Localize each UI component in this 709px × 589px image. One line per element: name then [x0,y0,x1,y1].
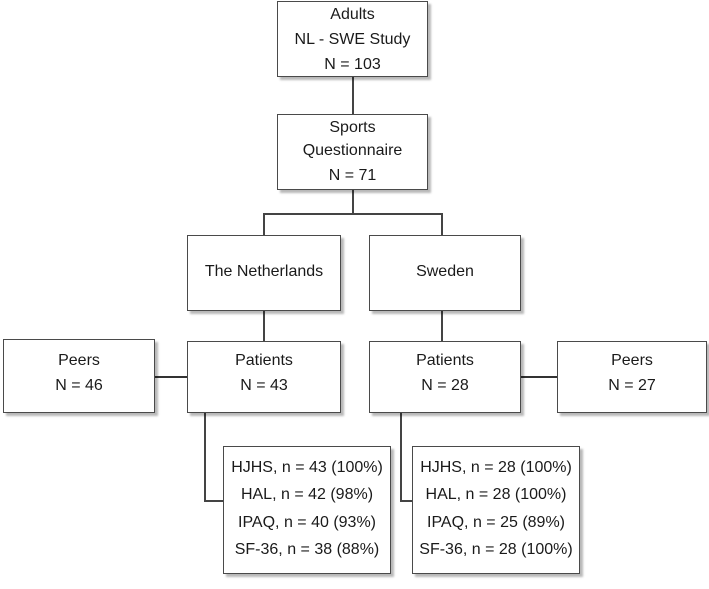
nl-peers-count: N = 46 [55,377,103,394]
connector-sweden-patients [441,311,443,341]
connector-root-questionnaire [352,77,354,114]
nl-measure-sf36: SF-36, n = 38 (88%) [234,541,380,558]
se-peers-count: N = 27 [608,377,656,394]
nl-patients-box: Patients N = 43 [187,341,341,413]
se-patients-count: N = 28 [421,377,469,394]
connector-questionnaire-split [352,190,354,214]
connector-horizontal-split [263,213,443,215]
se-measures-box: HJHS, n = 28 (100%) HAL, n = 28 (100%) I… [412,446,580,574]
root-study: NL - SWE Study [294,31,411,48]
nl-measure-hal: HAL, n = 42 (98%) [240,486,374,503]
se-measure-hjhs: HJHS, n = 28 (100%) [420,459,572,476]
country-box-sweden: Sweden [369,235,521,311]
root-count: N = 103 [324,56,381,73]
se-peers-box: Peers N = 27 [557,341,707,413]
country-label-netherlands: The Netherlands [204,263,324,280]
se-peers-label: Peers [611,352,653,369]
connector-netherlands-patients [263,311,265,341]
country-label-sweden: Sweden [416,263,474,280]
questionnaire-count: N = 71 [328,167,377,184]
nl-peers-box: Peers N = 46 [3,339,155,413]
questionnaire-box: Sports Questionnaire N = 71 [277,114,428,190]
connector-se-patients-peers [521,376,557,378]
connector-to-netherlands [263,213,265,235]
nl-patients-label: Patients [235,352,293,369]
country-box-netherlands: The Netherlands [187,235,341,311]
se-patients-label: Patients [416,352,474,369]
nl-patients-count: N = 43 [240,377,288,394]
connector-se-patients-measures-horizontal [400,500,412,502]
nl-measure-hjhs: HJHS, n = 43 (100%) [231,459,383,476]
questionnaire-line2: Questionnaire [302,142,403,159]
nl-measures-box: HJHS, n = 43 (100%) HAL, n = 42 (98%) IP… [223,446,391,574]
se-measure-hal: HAL, n = 28 (100%) [425,486,567,503]
questionnaire-line1: Sports [329,119,376,136]
nl-peers-label: Peers [58,352,100,369]
connector-nl-patients-measures-vertical [204,413,206,501]
se-measure-sf36: SF-36, n = 28 (100%) [419,541,573,558]
connector-nl-peers-patients [155,376,188,378]
root-box: Adults NL - SWE Study N = 103 [277,1,428,77]
connector-se-patients-measures-vertical [400,413,402,501]
se-measure-ipaq: IPAQ, n = 25 (89%) [427,514,565,531]
nl-measure-ipaq: IPAQ, n = 40 (93%) [238,514,376,531]
connector-to-sweden [441,213,443,235]
root-title: Adults [330,6,375,23]
se-patients-box: Patients N = 28 [369,341,521,413]
connector-nl-patients-measures-horizontal [204,500,223,502]
